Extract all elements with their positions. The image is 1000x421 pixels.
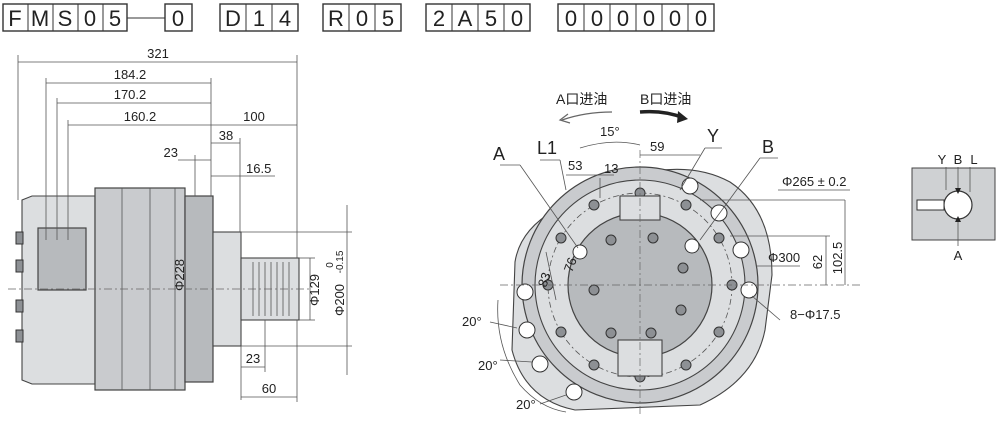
cover-bolts: [15, 231, 24, 343]
code-char: M: [31, 6, 49, 31]
front-dims: 15° 59 53 13 76 83 Φ265 ± 0.2 102.5 62 Φ…: [462, 124, 850, 413]
dim-16-5: 16.5: [246, 161, 271, 176]
port-b: [684, 238, 700, 254]
code-group-0: 0: [164, 3, 193, 32]
b-port-inlet-label: B口进油: [640, 91, 691, 107]
port-icon-key: [916, 199, 945, 211]
port-icon-a: A: [954, 248, 963, 263]
model-code: F M S 0 5 0 D 1 4 R 0 5: [2, 3, 715, 32]
code-char: 0: [356, 6, 368, 31]
port-icon: Y B L A: [911, 152, 996, 263]
port-icon-b: B: [954, 152, 963, 167]
dim-160-2: 160.2: [124, 109, 157, 124]
dim-20deg-a: 20°: [462, 314, 482, 329]
rear-cover-recess: [37, 227, 87, 291]
dim-170-2: 170.2: [114, 87, 147, 102]
code-char: 4: [279, 6, 291, 31]
code-char: 1: [253, 6, 265, 31]
front-view: A口进油 B口进油: [462, 91, 860, 415]
dim-20deg-c: 20°: [516, 397, 536, 412]
code-char: 0: [617, 6, 629, 31]
port-icon-circle: [943, 190, 973, 220]
flange-holes: [516, 177, 758, 401]
code-char: D: [225, 6, 241, 31]
code-char: 0: [172, 6, 184, 31]
label-l1: L1: [537, 138, 557, 158]
dim-102-5: 102.5: [830, 242, 845, 275]
dim-59: 59: [650, 139, 664, 154]
port-icon-l: L: [970, 152, 977, 167]
code-group-2a50: 2 A 5 0: [425, 3, 531, 32]
side-dims: 321 184.2 170.2 160.2 100 38 23 16.5: [17, 46, 352, 402]
dim-76: 76: [561, 255, 580, 274]
code-char: 5: [382, 6, 394, 31]
code-char: 0: [643, 6, 655, 31]
a-port-inlet-label: A口进油: [556, 91, 607, 107]
code-char: 0: [669, 6, 681, 31]
label-a: A: [493, 144, 505, 164]
code-char: 0: [565, 6, 577, 31]
dim-53: 53: [568, 158, 582, 173]
dim-phi200: Φ200: [332, 284, 347, 316]
rotation-indicators: A口进油 B口进油: [556, 91, 691, 124]
code-group-d14: D 1 4: [219, 3, 299, 32]
code-char: S: [58, 6, 73, 31]
code-char: R: [328, 6, 344, 31]
code-group-000000: 0 0 0 0 0 0: [557, 3, 715, 32]
dim-23-top: 23: [164, 145, 178, 160]
side-view: 321 184.2 170.2 160.2 100 38 23 16.5: [8, 46, 352, 402]
code-char: 0: [695, 6, 707, 31]
dim-8-phi17-5: 8−Φ17.5: [790, 307, 841, 322]
code-char: A: [458, 6, 473, 31]
dim-60: 60: [262, 381, 276, 396]
dim-20deg-b: 20°: [478, 358, 498, 373]
dim-phi228: Φ228: [172, 259, 187, 291]
dim-phi300: Φ300: [768, 250, 800, 265]
code-char: F: [8, 6, 21, 31]
code-group-r05: R 0 5: [322, 3, 402, 32]
dim-23-bottom: 23: [246, 351, 260, 366]
dim-tol-lower: -0.15: [335, 250, 346, 273]
code-char: 0: [591, 6, 603, 31]
ccw-arrow-icon: [561, 111, 613, 121]
dim-tol-upper: 0: [325, 262, 336, 268]
code-char: 2: [433, 6, 445, 31]
port-icon-y: Y: [938, 152, 947, 167]
dim-phi129: Φ129: [307, 274, 322, 306]
cw-arrow-icon: [639, 109, 685, 120]
code-char: 5: [109, 6, 121, 31]
code-char: 5: [485, 6, 497, 31]
code-char: 0: [511, 6, 523, 31]
dim-38: 38: [219, 128, 233, 143]
label-y: Y: [707, 126, 719, 146]
dim-15deg: 15°: [600, 124, 620, 139]
dim-62: 62: [810, 255, 825, 269]
label-b: B: [762, 137, 774, 157]
dim-184-2: 184.2: [114, 67, 147, 82]
dim-13: 13: [604, 161, 618, 176]
code-char: 0: [84, 6, 96, 31]
dim-321: 321: [147, 46, 169, 61]
port-a: [572, 244, 588, 260]
dim-phi265: Φ265 ± 0.2: [782, 174, 847, 189]
dim-100: 100: [243, 109, 265, 124]
code-group-fms05: F M S 0 5: [2, 3, 128, 32]
dim-83: 83: [535, 270, 554, 289]
